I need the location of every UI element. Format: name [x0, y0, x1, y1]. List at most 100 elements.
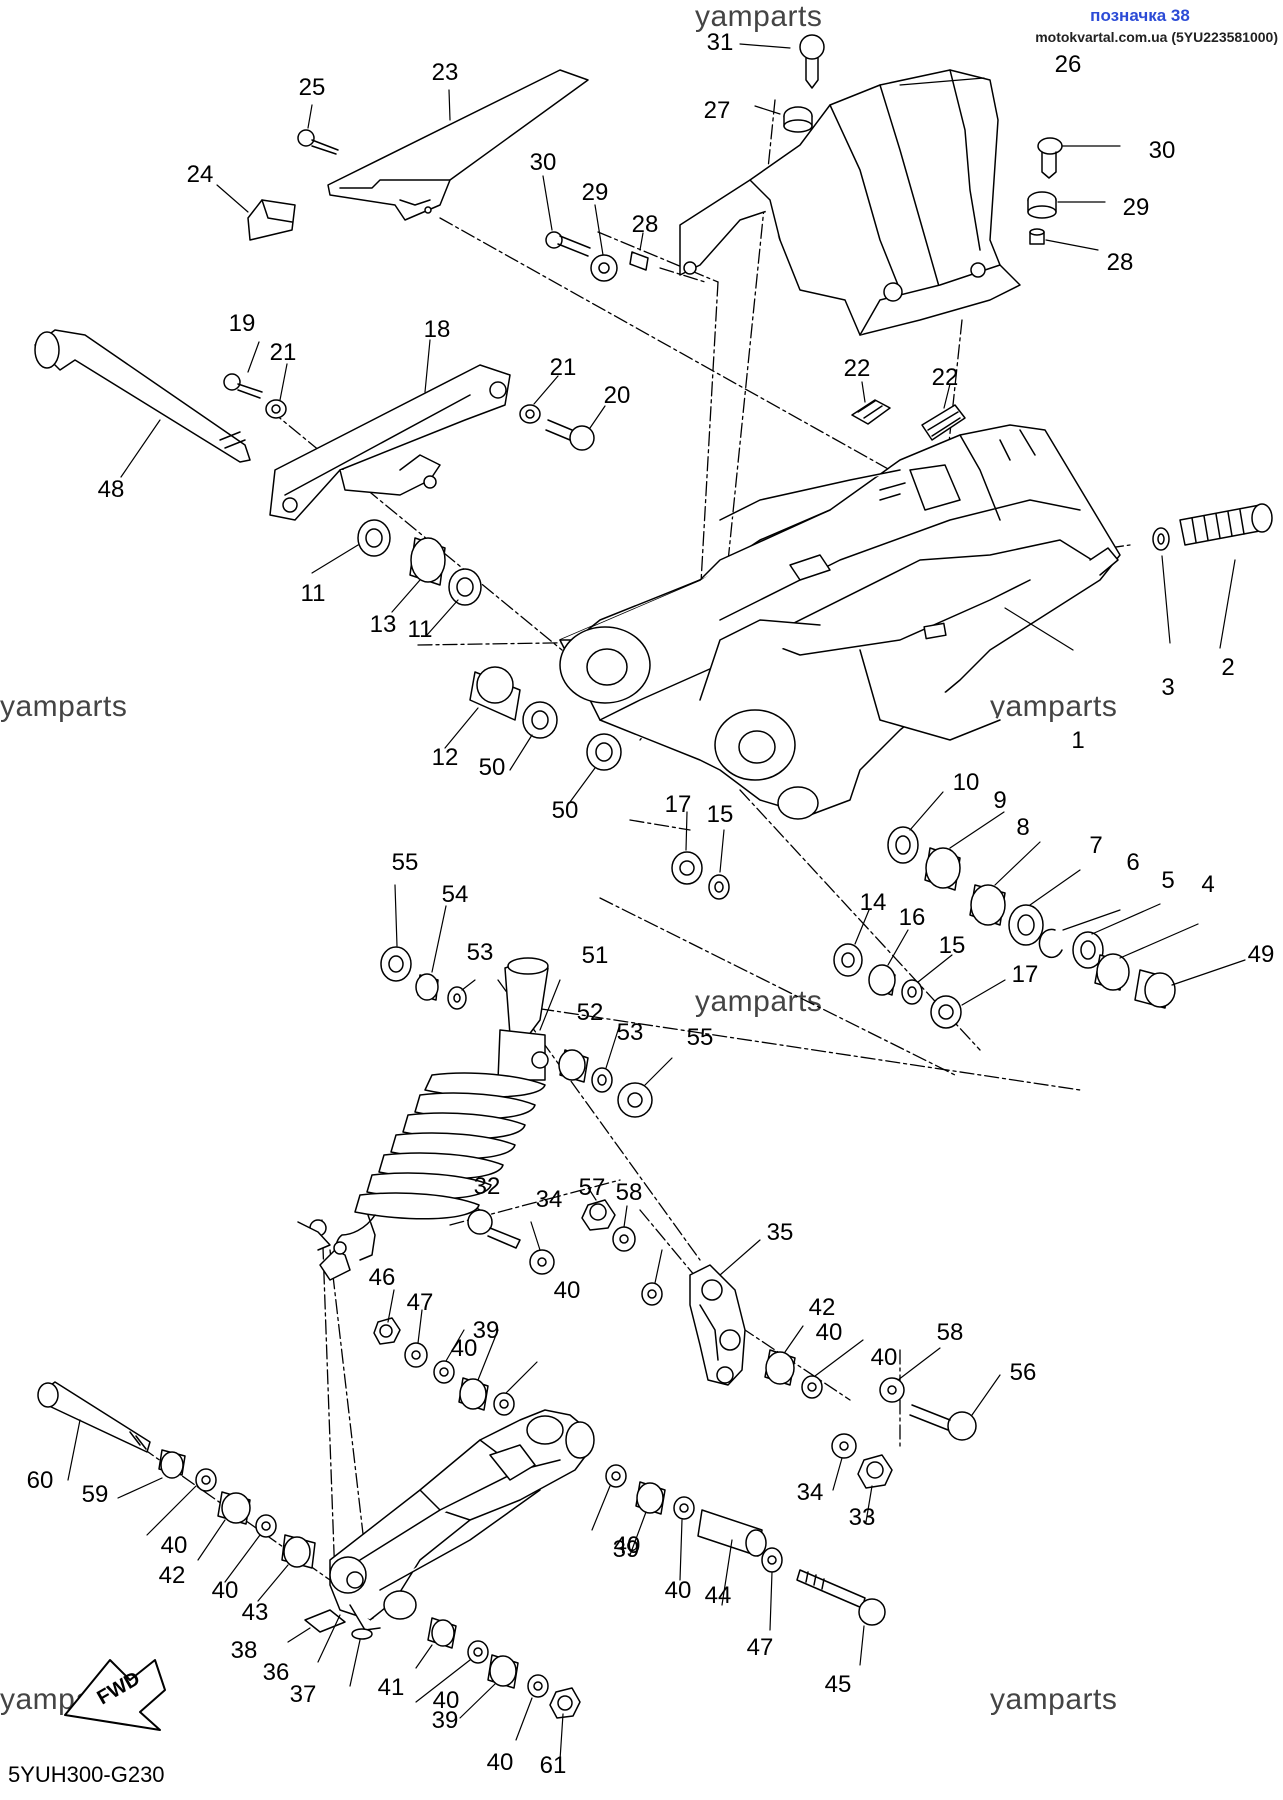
- collar-28a: [629, 251, 649, 271]
- watermark: yamparts: [990, 690, 1118, 723]
- part-label-47: 47: [407, 1289, 434, 1316]
- part-label-30: 30: [1149, 137, 1176, 164]
- watermark: yamparts: [0, 690, 128, 723]
- collar-39a: [458, 1377, 489, 1411]
- part-label-8: 8: [1016, 814, 1029, 841]
- clip-37: [351, 1628, 373, 1640]
- reference-lines: [59, 99, 1131, 1621]
- part-label-21: 21: [270, 339, 297, 366]
- part-label-34: 34: [797, 1479, 824, 1506]
- pad-22a: [851, 399, 891, 425]
- rear-shock: [297, 957, 549, 1281]
- bush-42b: [217, 1491, 251, 1525]
- watermark: yamparts: [695, 985, 823, 1018]
- part-label-58: 58: [937, 1319, 964, 1346]
- bolt-2: [1179, 503, 1273, 546]
- part-label-21: 21: [550, 354, 577, 381]
- part-label-19: 19: [229, 310, 256, 337]
- part-label-37: 37: [290, 1681, 317, 1708]
- bearing-8: [969, 884, 1006, 926]
- nut-61: [549, 1687, 581, 1719]
- part-label-39: 39: [613, 1536, 640, 1563]
- part-label-40: 40: [665, 1577, 692, 1604]
- part-label-40: 40: [433, 1687, 460, 1714]
- seal-40j: [527, 1674, 549, 1698]
- bearing-13: [409, 537, 446, 586]
- part-label-22: 22: [932, 364, 959, 391]
- part-label-58: 58: [616, 1179, 643, 1206]
- bolt-45: [796, 1569, 886, 1626]
- part-number-labels: 1234567891011111213141515161717181920212…: [27, 29, 1275, 1779]
- badge-label: позначка 38: [1090, 6, 1190, 25]
- part-label-53: 53: [617, 1019, 644, 1046]
- cap-17a: [671, 851, 703, 885]
- part-label-15: 15: [707, 801, 734, 828]
- part-label-12: 12: [432, 744, 459, 771]
- part-label-48: 48: [98, 476, 125, 503]
- seal-40i: [467, 1640, 489, 1664]
- part-label-9: 9: [993, 787, 1006, 814]
- collar-41: [427, 1617, 457, 1649]
- bolt-20: [545, 419, 595, 451]
- part-label-54: 54: [442, 881, 469, 908]
- part-label-40: 40: [161, 1532, 188, 1559]
- part-label-40: 40: [212, 1577, 239, 1604]
- grommet-27: [783, 106, 813, 133]
- washer-3: [1152, 527, 1170, 551]
- rear-fender: [679, 69, 1021, 336]
- part-label-6: 6: [1126, 849, 1139, 876]
- catalog-code: 5YUH300-G230: [8, 1762, 165, 1787]
- part-label-53: 53: [467, 939, 494, 966]
- bolt-32: [467, 1209, 521, 1249]
- bolt-56: [909, 1404, 977, 1441]
- washer-58a: [612, 1226, 636, 1252]
- part-label-52: 52: [577, 999, 604, 1026]
- bearing-7: [1008, 904, 1044, 946]
- part-label-47: 47: [747, 1634, 774, 1661]
- oil-seal-11a: [357, 519, 391, 557]
- part-label-38: 38: [231, 1637, 258, 1664]
- cap-50b: [586, 733, 622, 771]
- chain-guide-small: [247, 199, 296, 241]
- seal-40c: [433, 1360, 455, 1384]
- part-label-29: 29: [582, 179, 609, 206]
- part-label-40: 40: [871, 1344, 898, 1371]
- part-label-59: 59: [82, 1481, 109, 1508]
- nut-46: [373, 1317, 401, 1345]
- collar-28b: [1029, 228, 1045, 245]
- part-label-17: 17: [1012, 961, 1039, 988]
- part-label-11: 11: [301, 580, 326, 607]
- part-label-36: 36: [263, 1659, 290, 1686]
- collar-12: [469, 666, 521, 721]
- seal-10: [887, 826, 919, 864]
- part-label-61: 61: [540, 1752, 567, 1779]
- part-label-22: 22: [844, 355, 871, 382]
- part-label-40: 40: [816, 1319, 843, 1346]
- part-label-39: 39: [432, 1707, 459, 1734]
- cap-17b: [930, 995, 962, 1029]
- source-site-label: motokvartal.com.ua (5YU223581000): [1035, 29, 1278, 45]
- plate-38: [304, 1609, 346, 1633]
- part-label-27: 27: [704, 97, 731, 124]
- collar-59: [158, 1449, 186, 1479]
- pad-22b: [921, 404, 966, 441]
- part-label-17: 17: [665, 791, 692, 818]
- cap-49: [1134, 969, 1176, 1009]
- part-label-16: 16: [899, 904, 926, 931]
- part-label-4: 4: [1201, 871, 1214, 898]
- washer-34b: [831, 1433, 857, 1459]
- part-label-45: 45: [825, 1671, 852, 1698]
- nut-33: [857, 1454, 893, 1489]
- collar-54: [415, 973, 439, 1001]
- nut-57: [581, 1199, 616, 1231]
- seal-40h: [673, 1496, 695, 1520]
- part-label-29: 29: [1123, 194, 1150, 221]
- part-label-55: 55: [687, 1024, 714, 1051]
- collar-44: [697, 1509, 767, 1557]
- bolt-31: [799, 34, 825, 89]
- seal-15b: [901, 979, 923, 1005]
- grommet-29a: [590, 254, 618, 282]
- part-label-35: 35: [767, 1219, 794, 1246]
- part-label-13: 13: [370, 611, 397, 638]
